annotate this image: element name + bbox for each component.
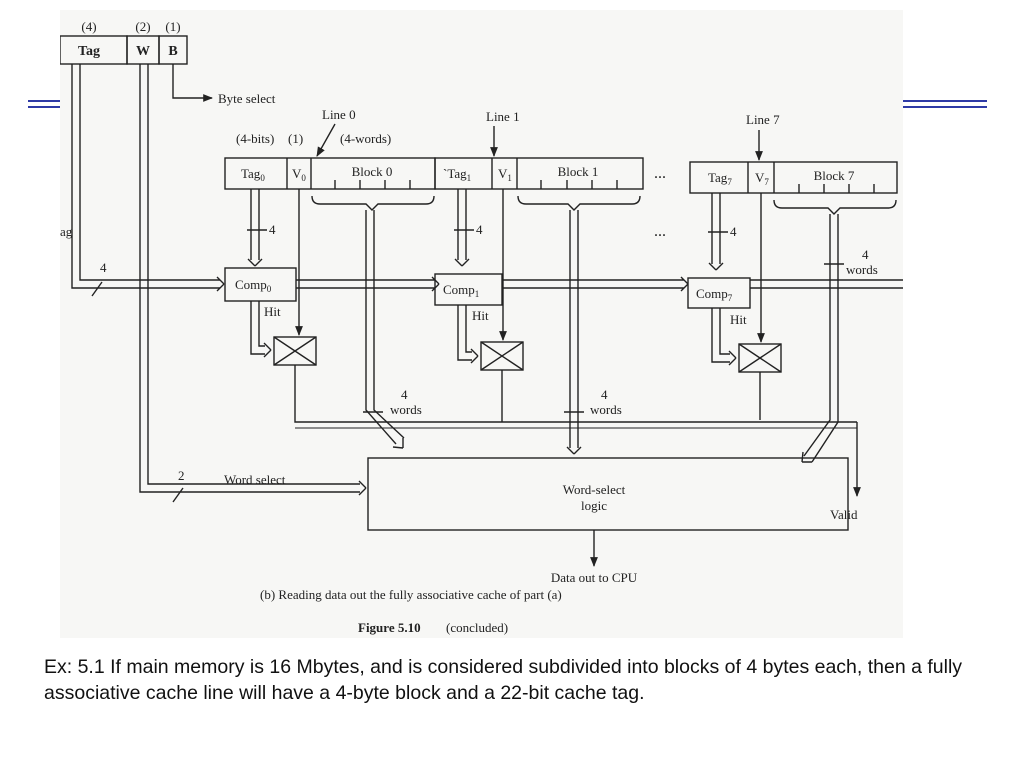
line-0-valid: V0 — [292, 166, 306, 183]
line-0-hit: Hit — [264, 304, 281, 319]
word-select-label: Word select — [224, 472, 286, 487]
figure-scan: (4) (2) (1) Tag W B Byte select ag 4 2 W… — [60, 10, 903, 638]
line-1-words-unit: words — [590, 402, 622, 417]
line-1-data-bus — [566, 210, 582, 455]
line-1-comp-label: Comp1 — [443, 282, 479, 299]
byte-field-label: B — [168, 44, 177, 59]
word-field-label: W — [136, 44, 150, 59]
data-out-label: Data out to CPU — [551, 570, 638, 585]
line-0-label: Line 0 — [322, 107, 356, 122]
line-1-tag-bus — [454, 189, 474, 267]
line-7-tag-bus — [708, 193, 728, 271]
line-0-tag-bus-width: 4 — [269, 222, 276, 237]
title-rule-right — [903, 100, 987, 102]
line-7-comp-label: Comp7 — [696, 286, 733, 303]
line-7-hit-path — [711, 308, 737, 366]
line-0-data-bus — [365, 210, 405, 449]
logic-label-line2: logic — [581, 498, 607, 513]
line-0-words-unit: words — [390, 402, 422, 417]
line-0-tag: Tag0 — [241, 166, 265, 183]
line-7-comparator — [687, 277, 751, 309]
figure-subcaption: (b) Reading data out the fully associati… — [260, 587, 562, 602]
title-rule-left-lower — [28, 106, 60, 108]
line-7-tag: Tag7 — [708, 170, 732, 187]
valid-field-size: (1) — [288, 131, 303, 146]
line-0-tag-bus — [247, 189, 267, 267]
word-select-width: 2 — [178, 468, 185, 483]
line-1-brace — [517, 195, 641, 211]
line-0-comparator — [224, 267, 297, 302]
line-7-data-bus — [801, 214, 839, 463]
line-1-hit-path — [457, 305, 479, 364]
line-0-comp-label: Comp0 — [235, 277, 272, 294]
line-0-block: Block 0 — [352, 164, 393, 179]
line-1-tag: `Tag1 — [443, 166, 471, 183]
line-1-hit: Hit — [472, 308, 489, 323]
valid-label: Valid — [830, 507, 858, 522]
block-field-size: (4-words) — [340, 131, 391, 146]
line-1-tag-bus-width: 4 — [476, 222, 483, 237]
tag-field-label: Tag — [78, 44, 100, 59]
line-1-label: Line 1 — [486, 109, 520, 124]
line-1-words-value: 4 — [601, 387, 608, 402]
line-7-label: Line 7 — [746, 112, 780, 127]
logic-label-line1: Word-select — [563, 482, 626, 497]
word-field-width: (2) — [135, 19, 150, 34]
cache-line-7 — [689, 161, 898, 194]
line-7-block: Block 7 — [814, 168, 855, 183]
line-7-words-unit: words — [846, 262, 878, 277]
line-ellipsis: ... — [654, 165, 666, 182]
line-7-tag-bus-width: 4 — [730, 224, 737, 239]
line-1-block: Block 1 — [558, 164, 599, 179]
line-7-valid: V7 — [755, 170, 769, 187]
tag-field-width: (4) — [81, 19, 96, 34]
figure-number: Figure 5.10 — [358, 620, 421, 635]
word-select-logic — [367, 457, 849, 531]
byte-select-label: Byte select — [218, 91, 276, 106]
line-0-hit-path — [250, 301, 272, 358]
tag-edge-label: ag — [60, 224, 73, 239]
byte-field-width: (1) — [165, 19, 180, 34]
figure-note: (concluded) — [446, 620, 508, 635]
line-0-brace — [311, 195, 435, 211]
example-caption: Ex: 5.1 If main memory is 16 Mbytes, and… — [44, 656, 963, 704]
line-7-hit: Hit — [730, 312, 747, 327]
line-0-gate-output — [294, 365, 857, 423]
line-0-words-value: 4 — [401, 387, 408, 402]
title-rule-left — [28, 100, 60, 102]
cache-line-1 — [434, 157, 644, 190]
byte-select-line — [172, 64, 213, 102]
bus-ellipsis: ... — [654, 223, 666, 240]
line-1-comparator — [434, 273, 503, 306]
line-7-words-value: 4 — [862, 247, 869, 262]
tag-field-size: (4-bits) — [236, 131, 274, 146]
word-select-bus — [139, 64, 367, 503]
tag-bus — [71, 64, 903, 297]
line-1-valid: V1 — [498, 166, 512, 183]
tag-bus-width: 4 — [100, 260, 107, 275]
title-rule-right-lower — [903, 106, 987, 108]
line-0-pointer — [316, 123, 336, 157]
line-7-brace — [773, 199, 897, 215]
